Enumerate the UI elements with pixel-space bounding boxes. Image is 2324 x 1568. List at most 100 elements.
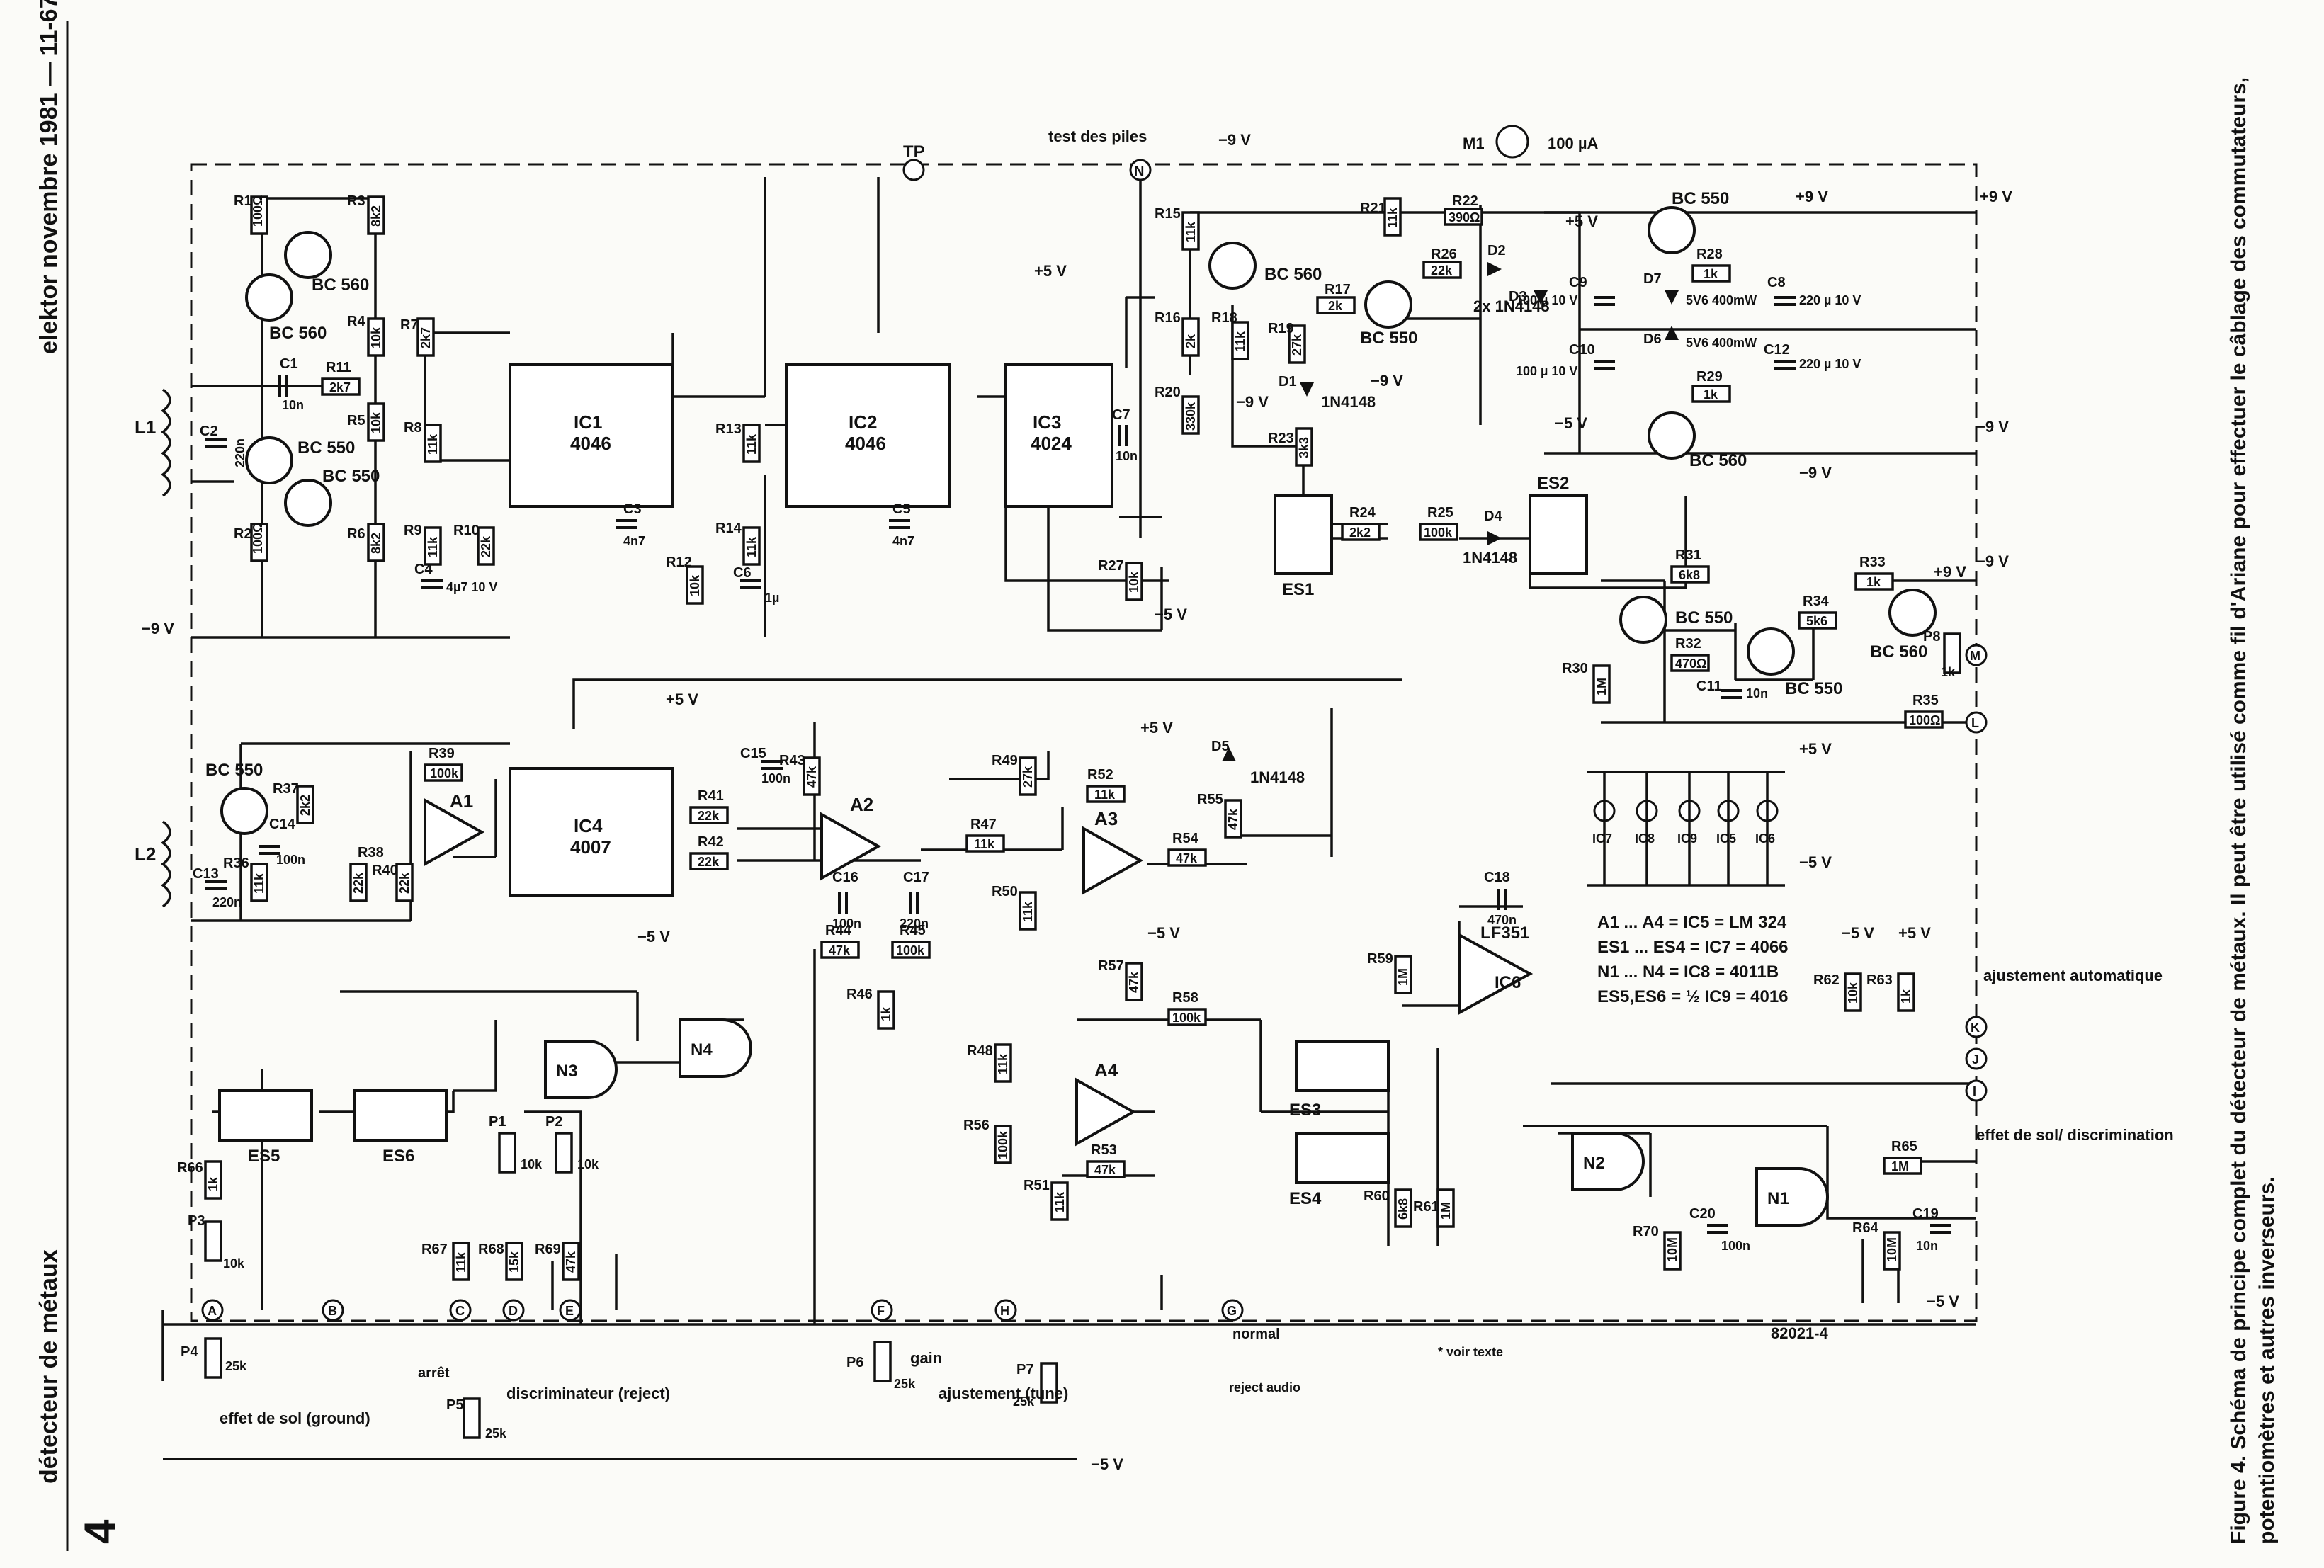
svg-text:F: F	[877, 1304, 885, 1318]
r49-ref: R49	[992, 753, 1018, 768]
svg-text:P1: P1	[489, 1114, 506, 1130]
effet-sol-disc-label: effet de sol/ discrimination	[1976, 1126, 2174, 1144]
transistor-t2	[245, 436, 293, 484]
ic-boxes: IC1 4046 IC2 4046 IC3 4024 IC4 4007 LF35…	[509, 363, 1534, 1016]
r36-ref: R36	[223, 856, 249, 871]
gate-n2	[1571, 1132, 1645, 1191]
r55-ref: R55	[1197, 792, 1223, 807]
r7-ref: R7	[400, 317, 419, 333]
svg-text:6k8: 6k8	[1679, 568, 1700, 582]
svg-text:P3: P3	[188, 1213, 205, 1229]
t11-type: BC 560	[1870, 642, 1927, 661]
svg-text:−9 V: −9 V	[1218, 131, 1251, 149]
svg-text:1M: 1M	[1891, 1159, 1909, 1174]
svg-text:C17: C17	[903, 870, 929, 885]
r30-ref: R30	[1562, 661, 1588, 676]
svg-text:11k: 11k	[454, 1251, 468, 1273]
transistor-t5	[1208, 242, 1257, 290]
svg-text:P8: P8	[1923, 629, 1940, 644]
svg-text:P4: P4	[181, 1344, 198, 1360]
meter-m1	[1495, 125, 1529, 159]
r57-ref: R57	[1098, 958, 1124, 974]
t3-type: BC 560	[312, 275, 369, 295]
svg-text:D6: D6	[1643, 331, 1662, 347]
svg-text:11k: 11k	[1385, 207, 1400, 228]
svg-text:100k: 100k	[430, 766, 459, 780]
ic3-part: 4024	[1031, 433, 1072, 454]
svg-text:IC8: IC8	[1635, 831, 1655, 846]
svg-text:1µ: 1µ	[765, 591, 779, 605]
svg-text:10k: 10k	[521, 1157, 543, 1171]
svg-text:−5 V: −5 V	[1155, 606, 1187, 623]
reject-audio-label: reject audio	[1229, 1380, 1300, 1394]
svg-text:10k: 10k	[577, 1157, 599, 1171]
svg-text:47k: 47k	[564, 1251, 578, 1273]
r52-ref: R52	[1087, 767, 1113, 783]
ic6-ref: IC6	[1495, 973, 1521, 992]
board-outline	[190, 163, 1978, 1322]
svg-text:1k: 1k	[1704, 267, 1718, 281]
svg-text:4n7: 4n7	[623, 534, 645, 548]
capacitor-labels: C1 10n C2 220n C3 4n7 C4 4µ7 10 V C5 4n7…	[193, 275, 1939, 1253]
svg-text:IC5: IC5	[1716, 831, 1736, 846]
switch-es4-label: ES4	[1289, 1189, 1322, 1208]
t8-type: BC 550	[1675, 608, 1733, 627]
svg-text:10n: 10n	[1746, 686, 1768, 700]
gate-n1	[1755, 1167, 1829, 1227]
svg-text:10k: 10k	[1846, 982, 1860, 1004]
svg-text:C14: C14	[269, 817, 296, 832]
svg-text:−5 V: −5 V	[1555, 414, 1587, 432]
svg-text:10M: 10M	[1665, 1237, 1679, 1262]
r13-ref: R13	[715, 421, 742, 437]
drawing-number: 82021-4	[1771, 1324, 1829, 1342]
r10-ref: R10	[453, 523, 480, 538]
svg-text:5V6 400mW: 5V6 400mW	[1686, 336, 1757, 350]
svg-text:H: H	[1000, 1304, 1009, 1318]
svg-text:11k: 11k	[252, 873, 266, 894]
svg-text:C11: C11	[1696, 678, 1722, 694]
svg-text:100k: 100k	[1424, 525, 1453, 540]
svg-text:C19: C19	[1912, 1206, 1939, 1222]
svg-text:D: D	[509, 1304, 518, 1318]
svg-text:ES5,ES6 = ½ IC9 = 4016: ES5,ES6 = ½ IC9 = 4016	[1597, 987, 1789, 1006]
svg-text:11k: 11k	[1053, 1191, 1067, 1212]
svg-text:+5 V: +5 V	[1799, 740, 1832, 758]
r9-ref: R9	[404, 523, 422, 538]
t9-type: BC 560	[1689, 451, 1747, 470]
svg-text:11k: 11k	[996, 1053, 1010, 1074]
r27-ref: R27	[1098, 558, 1124, 574]
resistors: R1 R2 R3 R4 R5 R6 R7 R8 R9 R10 R11 R12 R…	[177, 193, 1944, 1281]
svg-text:C: C	[455, 1304, 465, 1318]
r16-ref: R16	[1155, 310, 1181, 326]
svg-text:−5 V: −5 V	[637, 928, 670, 945]
switch-es4	[1295, 1132, 1390, 1184]
svg-text:11k: 11k	[426, 433, 440, 455]
switch-es1	[1274, 494, 1333, 575]
r29-ref: R29	[1696, 369, 1723, 385]
gate-n4-label: N4	[691, 1040, 713, 1059]
svg-text:P7: P7	[1016, 1362, 1033, 1377]
svg-text:C18: C18	[1484, 870, 1510, 885]
svg-text:10k: 10k	[1127, 571, 1141, 593]
svg-text:2k: 2k	[1328, 299, 1343, 313]
r15-ref: R15	[1155, 206, 1181, 222]
r17-ref: R17	[1325, 282, 1351, 297]
r53-ref: R53	[1091, 1142, 1117, 1158]
svg-text:22k: 22k	[1431, 263, 1453, 278]
svg-text:IC9: IC9	[1677, 831, 1697, 846]
transistor-t4	[284, 479, 332, 527]
ic1-part: 4046	[570, 433, 611, 454]
svg-text:11k: 11k	[426, 536, 440, 557]
r69-ref: R69	[535, 1242, 561, 1257]
svg-text:E: E	[565, 1304, 574, 1318]
svg-text:G: G	[1227, 1304, 1237, 1318]
svg-text:IC7: IC7	[1592, 831, 1612, 846]
svg-text:1N4148: 1N4148	[1250, 768, 1305, 786]
svg-text:IC6: IC6	[1755, 831, 1775, 846]
svg-text:+5 V: +5 V	[1898, 924, 1931, 942]
svg-text:11k: 11k	[744, 433, 759, 455]
r34-ref: R34	[1803, 593, 1830, 609]
svg-text:1N4148: 1N4148	[1321, 393, 1376, 411]
svg-text:47k: 47k	[1176, 851, 1198, 865]
svg-text:A1 ... A4 = IC5 = LM 324: A1 ... A4 = IC5 = LM 324	[1597, 913, 1787, 932]
